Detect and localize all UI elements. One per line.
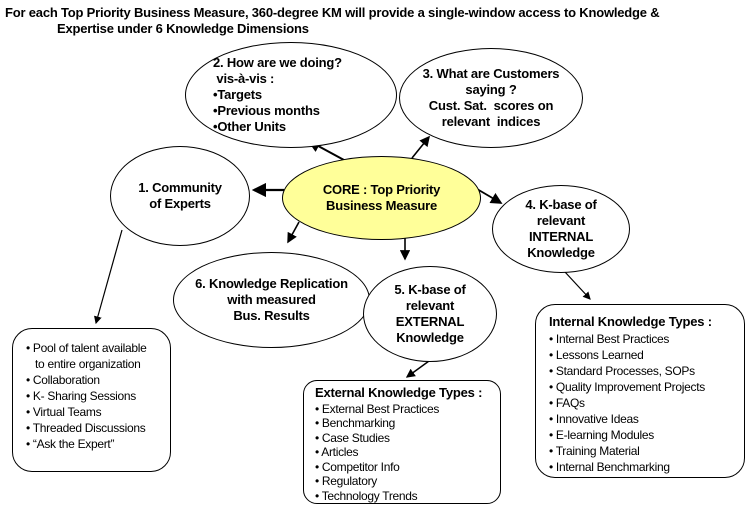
bullet-item: • Collaboration [26,373,100,387]
node-text-line: relevant indices [441,114,541,129]
node-how-are-we-doing: 2. How are we doing? vis-à-vis : •Target… [185,42,397,148]
bullet-item: • Technology Trends [315,488,418,503]
diagram-title-line1: For each Top Priority Business Measure, … [5,5,660,20]
box-title: External Knowledge Types : [315,385,483,400]
node-text-line: INTERNAL [528,229,594,244]
node-text-line: Bus. Results [233,308,310,323]
bullet-item: • E-learning Modules [549,428,654,442]
box-internal-knowledge-types: Internal Knowledge Types : • Internal Be… [535,304,745,478]
node-text-line: relevant [536,213,586,228]
bullet-item: • External Best Practices [315,401,440,416]
bullet-item: • Case Studies [315,430,390,445]
node-text-line: •Other Units [213,119,286,134]
bullet-item: • Virtual Teams [26,405,102,419]
bullet-item: • Benchmarking [315,416,396,430]
node-core-business-measure: CORE : Top Priority Business Measure [282,156,481,240]
node-text-line: 5. K-base of [394,282,466,297]
box-external-knowledge-types: External Knowledge Types : • External Be… [303,380,501,504]
node-text-line: Cust. Sat. scores on [428,98,554,113]
bullet-item: • Lessons Learned [549,348,644,362]
node-external-kbase: 5. K-base of relevant EXTERNAL Knowledge [363,266,497,362]
arrow-core-to-replication [287,221,300,244]
node-text-line: of Experts [149,196,211,211]
node-knowledge-replication: 6. Knowledge Replication with measured B… [173,252,370,348]
node-text-line: •Previous months [213,103,320,118]
bullet-item: • Standard Processes, SOPs [549,364,695,378]
bullet-item: • Regulatory [315,474,377,488]
bullet-item: • K- Sharing Sessions [26,389,136,403]
bullet-item: • Threaded Discussions [26,421,146,435]
node-text-line: 2. How are we doing? [213,55,342,70]
arrow-core-to-internal-kbase [476,188,503,204]
bullet-item: • Training Material [549,444,640,458]
bullet-item: • Internal Best Practices [549,332,670,346]
node-internal-kbase: 4. K-base of relevant INTERNAL Knowledge [492,185,630,273]
arrow-community-to-details-box [94,229,123,325]
node-text-line: •Targets [213,87,262,102]
bullet-item: • Quality Improvement Projects [549,380,705,394]
node-text-line: saying ? [465,82,517,97]
bullet-item: • Innovative Ideas [549,412,639,426]
bullet-item: • Articles [315,445,359,459]
arrow-core-to-customers [411,135,430,159]
diagram-title-line2: Expertise under 6 Knowledge Dimensions [57,21,309,36]
bullet-item: • Internal Benchmarking [549,460,670,474]
node-text-line: relevant [405,298,455,313]
bullet-item: • Pool of talent available [26,341,147,355]
node-community-of-experts: 1. Community of Experts [110,146,250,246]
node-text-line: EXTERNAL [395,314,465,329]
node-text-line: 3. What are Customers [422,66,560,81]
node-text-line: 4. K-base of [525,197,597,212]
arrow-internal-kbase-to-internal-types-box [564,271,591,300]
node-customers-saying: 3. What are Customers saying ? Cust. Sat… [399,48,583,148]
bullet-item-continuation: to entire organization [35,357,141,371]
bullet-item: • “Ask the Expert” [26,437,115,451]
node-text-line: vis-à-vis : [213,71,275,86]
arrow-external-kbase-to-external-types-box [405,360,430,378]
box-community-details: • Pool of talent available to entire org… [12,328,171,472]
node-text-line: CORE : Top Priority [322,182,441,197]
bullet-item: • FAQs [549,396,585,410]
bullet-item: • Competitor Info [315,459,400,474]
node-text-line: with measured [227,292,316,307]
box-title: Internal Knowledge Types : [549,314,712,329]
node-text-line: 6. Knowledge Replication [195,276,348,291]
node-text-line: Knowledge [527,245,595,260]
node-text-line: Knowledge [396,330,464,345]
node-text-line: 1. Community [138,180,222,195]
node-text-line: Business Measure [326,198,437,213]
